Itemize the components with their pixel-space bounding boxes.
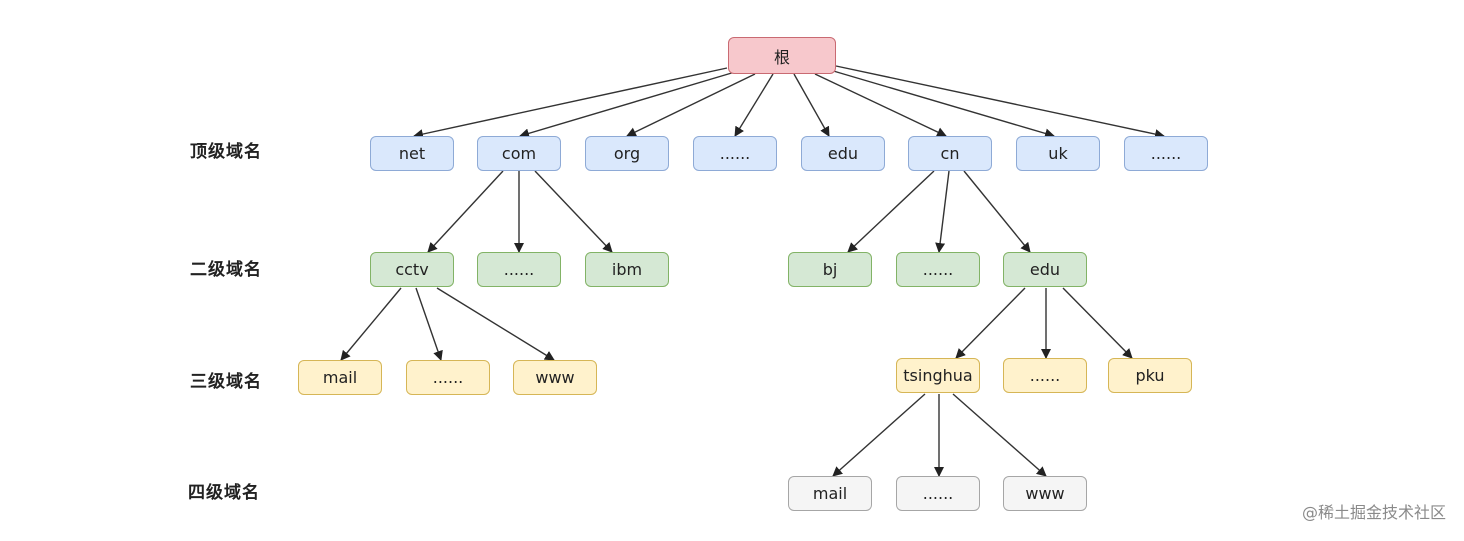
node-ibm: ibm <box>585 252 669 287</box>
node-pku: pku <box>1108 358 1192 393</box>
edge-cctv-mail <box>340 287 402 361</box>
node-net: net <box>370 136 454 171</box>
node-cctv-ellipsis: ...... <box>406 360 490 395</box>
edge-root-net <box>413 67 728 139</box>
node-cn-ellipsis: ...... <box>896 252 980 287</box>
label-fourth-level-domain: 四级域名 <box>188 483 260 503</box>
label-second-level-domain: 二级域名 <box>190 260 262 280</box>
node-ellipsis-1: ...... <box>693 136 777 171</box>
edge-root-uk <box>829 69 1055 139</box>
node-org: org <box>585 136 669 171</box>
watermark: @稀土掘金技术社区 <box>1301 503 1446 522</box>
node-tsinghua: tsinghua <box>896 358 980 393</box>
edge-root-org <box>626 73 756 137</box>
label-third-level-domain: 三级域名 <box>190 372 262 392</box>
node-edu-ellipsis: ...... <box>1003 358 1087 393</box>
edge-cctv-dots <box>415 287 443 361</box>
edge-root-cn <box>814 73 947 137</box>
edge-edu-pku <box>1062 287 1133 359</box>
node-com: com <box>477 136 561 171</box>
node-tsinghua-mail: mail <box>788 476 872 511</box>
node-cctv: cctv <box>370 252 454 287</box>
node-cctv-mail: mail <box>298 360 382 395</box>
edge-tsinghua-mail <box>832 393 926 477</box>
edge-tsinghua-www <box>952 393 1047 477</box>
node-cn: cn <box>908 136 992 171</box>
node-ellipsis-2: ...... <box>1124 136 1208 171</box>
node-tsinghua-www: www <box>1003 476 1087 511</box>
node-root: 根 <box>728 37 836 74</box>
edge-root-edu <box>793 73 830 137</box>
node-cctv-www: www <box>513 360 597 395</box>
edge-com-cctv <box>427 170 504 253</box>
edge-cn-bj <box>847 170 935 253</box>
edge-cn-edu <box>963 170 1031 253</box>
node-uk: uk <box>1016 136 1100 171</box>
edge-cn-dots <box>935 170 950 253</box>
edge-com-ibm <box>534 170 613 253</box>
node-tsinghua-ellipsis: ...... <box>896 476 980 511</box>
edge-root-dots2 <box>835 65 1165 140</box>
node-com-ellipsis: ...... <box>477 252 561 287</box>
node-bj: bj <box>788 252 872 287</box>
node-edu-top: edu <box>801 136 885 171</box>
node-edu-cn: edu <box>1003 252 1087 287</box>
edge-root-dots1 <box>734 73 774 137</box>
edge-root-com <box>519 71 736 139</box>
label-top-level-domain: 顶级域名 <box>190 142 262 162</box>
edge-edu-tsinghua <box>955 287 1026 359</box>
edge-cctv-www <box>436 287 555 361</box>
